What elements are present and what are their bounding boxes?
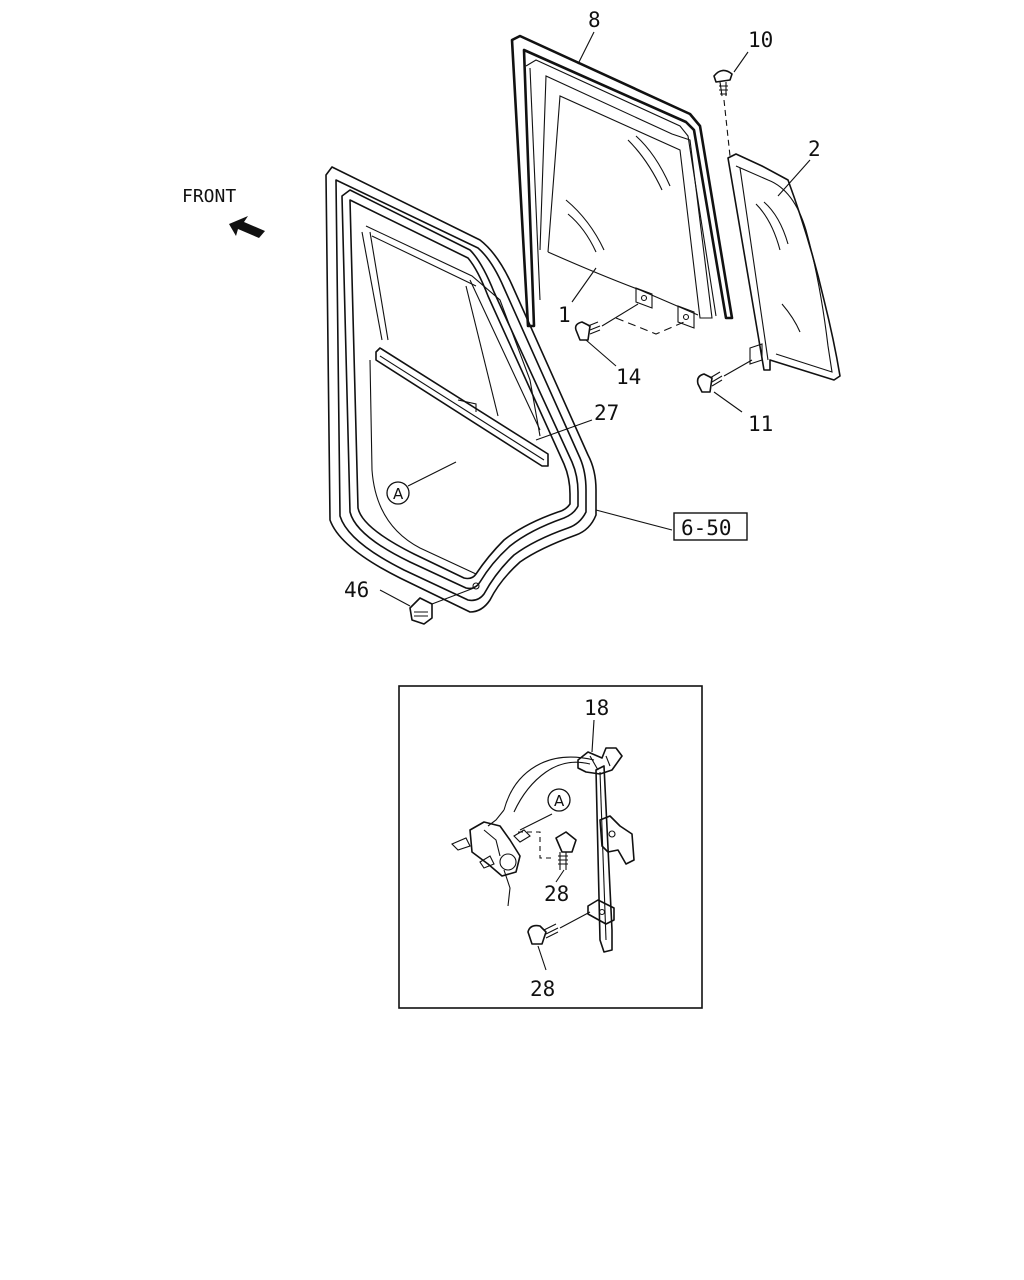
bolt-14 bbox=[574, 303, 685, 341]
callout-11: 11 bbox=[748, 412, 773, 436]
callout-2: 2 bbox=[808, 137, 821, 161]
callout-46: 46 bbox=[344, 578, 369, 602]
callout-14: 14 bbox=[616, 365, 641, 389]
leader-lines bbox=[379, 31, 811, 607]
door-panel bbox=[325, 166, 597, 613]
front-label: FRONT bbox=[182, 186, 236, 207]
door-marker-letter: A bbox=[393, 485, 404, 503]
door-detail-marker: A bbox=[386, 481, 410, 505]
inset-leader-lines bbox=[537, 719, 595, 971]
reference-box: 6-50 bbox=[673, 512, 748, 541]
reference-label: 6-50 bbox=[681, 516, 732, 540]
screw-10 bbox=[713, 69, 733, 157]
bolt-11 bbox=[696, 359, 753, 393]
callout-27: 27 bbox=[594, 401, 619, 425]
callout-28-lower: 28 bbox=[530, 977, 555, 1001]
quarter-glass bbox=[727, 153, 841, 381]
callout-10: 10 bbox=[748, 28, 773, 52]
front-direction: FRONT bbox=[182, 186, 265, 238]
callout-1: 1 bbox=[558, 303, 571, 327]
regulator-detail-box bbox=[398, 685, 703, 1009]
callout-28-upper: 28 bbox=[544, 882, 569, 906]
regulator-detail-marker: A bbox=[547, 788, 571, 812]
door-glass bbox=[539, 75, 713, 329]
window-regulator bbox=[451, 747, 635, 953]
clip-46 bbox=[409, 587, 475, 625]
callout-18: 18 bbox=[584, 696, 609, 720]
arrow-front-icon bbox=[229, 216, 265, 238]
callout-8: 8 bbox=[588, 8, 601, 32]
regulator-marker-letter: A bbox=[554, 792, 565, 810]
